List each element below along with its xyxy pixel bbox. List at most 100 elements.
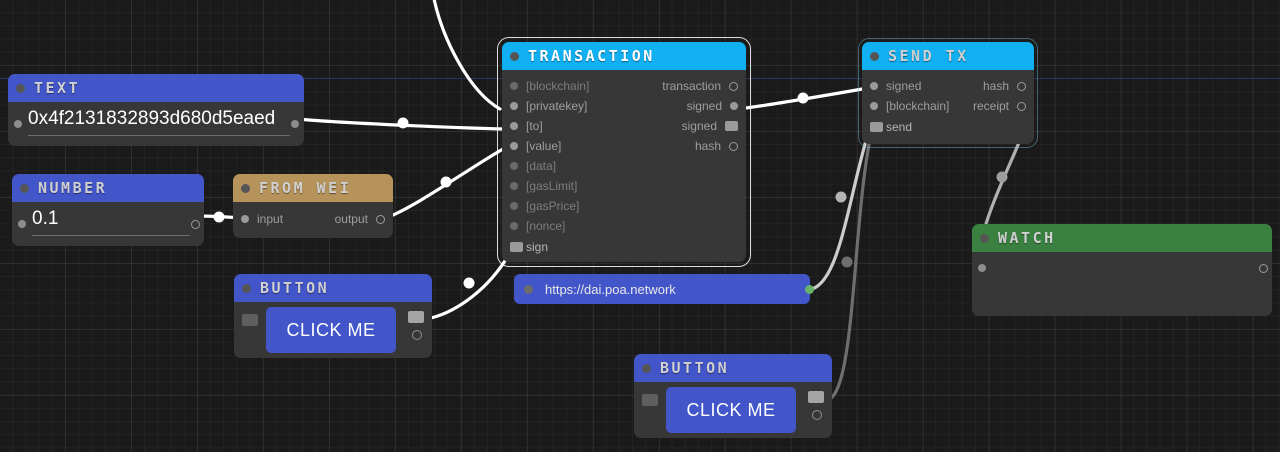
node-number-header[interactable]: NUMBER <box>12 174 204 202</box>
node-watch-input-port[interactable] <box>978 264 986 272</box>
port-output-dot[interactable] <box>729 81 738 91</box>
button-1-input-square[interactable] <box>242 314 258 326</box>
node-text-header[interactable]: TEXT <box>8 74 304 102</box>
port-input-dot[interactable] <box>510 102 518 110</box>
node-url-output-port[interactable] <box>805 285 814 294</box>
button-1-click-me[interactable]: CLICK ME <box>266 307 396 353</box>
port-input-label: input <box>257 212 284 226</box>
port-output-label: hash <box>694 139 721 153</box>
collapse-dot-icon[interactable] <box>16 83 25 93</box>
collapse-dot-icon[interactable] <box>870 51 879 61</box>
wire-midpoint-url-blockchain[interactable] <box>835 191 847 203</box>
port-output-dot[interactable] <box>376 214 385 224</box>
wire-midpoint-button2-send[interactable] <box>841 256 853 268</box>
node-number-value[interactable]: 0.1 <box>32 208 190 236</box>
node-button-2-header[interactable]: BUTTON <box>634 354 832 382</box>
port-output-dot[interactable] <box>1017 101 1026 111</box>
port-output-label: transaction <box>662 79 721 93</box>
node-text-title: TEXT <box>34 79 81 97</box>
node-text[interactable]: TEXT 0x4f2131832893d680d5eaed <box>8 74 304 146</box>
port-input-label: [privatekey] <box>526 99 588 113</box>
node-number-body: 0.1 <box>12 202 204 246</box>
node-send-tx[interactable]: SEND TX signed hash [blockchain] <box>858 38 1038 148</box>
node-transaction[interactable]: TRANSACTION [blockchain] transaction [pr… <box>497 37 751 267</box>
collapse-dot-icon[interactable] <box>642 363 651 373</box>
port-input-dot[interactable] <box>510 142 518 150</box>
button-2-input-square[interactable] <box>642 394 658 406</box>
trigger-input-square[interactable] <box>510 242 523 252</box>
port-output-label: signed <box>686 99 722 113</box>
node-watch[interactable]: WATCH <box>972 224 1272 316</box>
collapse-dot-icon[interactable] <box>980 233 989 243</box>
node-text-input-port[interactable] <box>14 120 22 128</box>
node-number-output-port[interactable] <box>191 220 200 229</box>
port-input-dot[interactable] <box>510 202 518 210</box>
collapse-dot-icon[interactable] <box>524 284 533 294</box>
node-url[interactable]: https://dai.poa.network <box>514 274 814 304</box>
node-from-wei-header[interactable]: FROM WEI <box>233 174 393 202</box>
port-row: [value] hash <box>502 136 746 156</box>
button-2-click-me[interactable]: CLICK ME <box>666 387 796 433</box>
port-input-dot[interactable] <box>870 82 878 90</box>
port-input-label: [blockchain] <box>526 79 590 93</box>
node-button-1-header[interactable]: BUTTON <box>234 274 432 302</box>
port-input-dot[interactable] <box>870 102 878 110</box>
node-button-2[interactable]: BUTTON CLICK ME <box>634 354 832 438</box>
node-url-header[interactable]: https://dai.poa.network <box>514 274 810 304</box>
collapse-dot-icon[interactable] <box>20 183 29 193</box>
node-text-body: 0x4f2131832893d680d5eaed <box>8 102 304 146</box>
port-output-dot[interactable] <box>729 141 738 151</box>
button-1-output-square[interactable] <box>408 311 424 323</box>
collapse-dot-icon[interactable] <box>241 183 250 193</box>
port-output-dot[interactable] <box>730 102 738 110</box>
button-1-output-dot[interactable] <box>412 330 422 340</box>
port-input-label: [gasPrice] <box>526 199 580 213</box>
port-row: [gasLimit] <box>502 176 746 196</box>
port-output-label: signed <box>681 119 717 133</box>
node-watch-header[interactable]: WATCH <box>972 224 1272 252</box>
port-row: signed hash <box>862 76 1034 96</box>
port-input-label: [data] <box>526 159 557 173</box>
port-row: input output <box>233 209 393 229</box>
node-from-wei-body: input output <box>233 202 393 238</box>
node-from-wei[interactable]: FROM WEI input output <box>233 174 393 238</box>
collapse-dot-icon[interactable] <box>242 283 251 293</box>
wire-midpoint-sendtx-watch[interactable] <box>996 171 1008 183</box>
node-transaction-header[interactable]: TRANSACTION <box>502 42 746 70</box>
port-output-dot[interactable] <box>1017 81 1026 91</box>
node-watch-output-port[interactable] <box>1259 264 1268 273</box>
port-output-square[interactable] <box>725 121 738 131</box>
trigger-row: send <box>862 116 1034 138</box>
wire-midpoint-signed-sendtx[interactable] <box>797 92 809 104</box>
wire-button1-sign <box>429 247 514 320</box>
node-button-1[interactable]: BUTTON CLICK ME <box>234 274 432 358</box>
port-input-label: [nonce] <box>526 219 566 233</box>
node-text-value[interactable]: 0x4f2131832893d680d5eaed <box>28 108 290 136</box>
port-input-dot[interactable] <box>510 162 518 170</box>
port-input-dot[interactable] <box>510 182 518 190</box>
wire-midpoint-fromwei-value[interactable] <box>440 176 452 188</box>
node-send-tx-header[interactable]: SEND TX <box>862 42 1034 70</box>
wire-midpoint-text-to[interactable] <box>397 117 409 129</box>
node-number-input-port[interactable] <box>18 220 26 228</box>
collapse-dot-icon[interactable] <box>510 51 519 61</box>
node-watch-title: WATCH <box>998 229 1056 247</box>
button-2-output-dot[interactable] <box>812 410 822 420</box>
wire-midpoint-button1-sign[interactable] <box>463 277 475 289</box>
port-input-dot[interactable] <box>510 222 518 230</box>
trigger-input-square[interactable] <box>870 122 883 132</box>
port-input-label: [to] <box>526 119 543 133</box>
node-number[interactable]: NUMBER 0.1 <box>12 174 204 246</box>
node-text-output-port[interactable] <box>291 120 299 128</box>
port-row: [blockchain] receipt <box>862 96 1034 116</box>
port-output-label: receipt <box>972 99 1009 113</box>
port-input-dot[interactable] <box>241 215 249 223</box>
node-number-title: NUMBER <box>38 179 108 197</box>
port-input-dot[interactable] <box>510 82 518 90</box>
node-button-1-body: CLICK ME <box>234 302 432 358</box>
button-2-output-square[interactable] <box>808 391 824 403</box>
port-output-label: hash <box>982 79 1009 93</box>
wire-midpoint-number-fromwei[interactable] <box>213 211 225 223</box>
port-input-dot[interactable] <box>510 122 518 130</box>
